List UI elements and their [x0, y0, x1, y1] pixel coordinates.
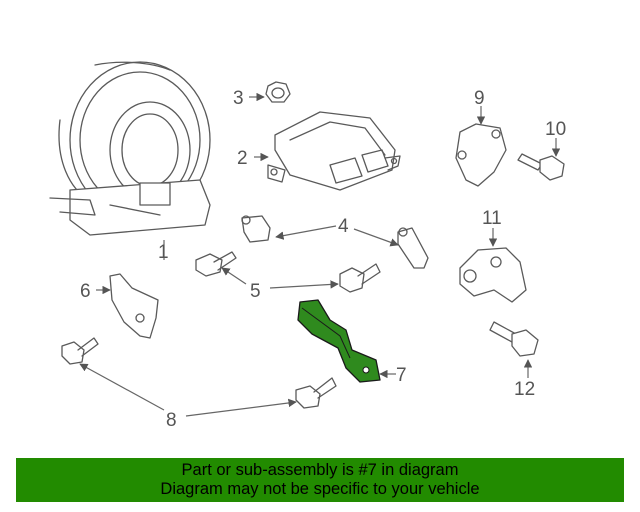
- leader-5a: [221, 267, 247, 285]
- bolt-part-8-left: [61, 337, 99, 365]
- banner-line-2: Diagram may not be specific to your vehi…: [160, 480, 480, 498]
- callout-5: 5: [250, 281, 261, 302]
- callout-8: 8: [166, 410, 177, 431]
- sensor-part-right: [397, 227, 429, 269]
- bolt-part-10: [517, 153, 565, 181]
- callout-10: 10: [545, 119, 566, 140]
- leader-4a: [275, 225, 337, 240]
- callout-1: 1: [158, 242, 169, 263]
- info-banner: Part or sub-assembly is #7 in diagram Di…: [16, 458, 624, 502]
- bolt-part-8-right: [295, 377, 337, 409]
- bracket-part-7-highlighted: [297, 299, 381, 383]
- callout-3: 3: [233, 88, 244, 109]
- nut-part: [265, 81, 291, 103]
- clockspring-part: [49, 61, 211, 236]
- callout-11: 11: [482, 208, 502, 229]
- bracket-part-6: [109, 273, 159, 339]
- callout-9: 9: [474, 88, 485, 109]
- bolt-part-right: [339, 263, 381, 293]
- airbag-module-part: [267, 111, 401, 191]
- sensor-part-left: [241, 215, 271, 243]
- bolt-part-12: [489, 321, 539, 357]
- callout-7: 7: [396, 365, 407, 386]
- sensor-part-11: [459, 247, 527, 303]
- leader-5b: [269, 280, 339, 289]
- banner-line-1: Part or sub-assembly is #7 in diagram: [181, 461, 459, 479]
- sensor-part-9: [455, 123, 507, 187]
- leader-8b: [185, 398, 297, 417]
- callout-6: 6: [80, 281, 91, 302]
- callout-2: 2: [237, 148, 248, 169]
- callout-4: 4: [338, 216, 349, 237]
- leader-8a: [79, 363, 165, 411]
- leader-4b: [353, 228, 399, 247]
- callout-12: 12: [514, 379, 535, 400]
- bolt-part-left: [195, 251, 237, 277]
